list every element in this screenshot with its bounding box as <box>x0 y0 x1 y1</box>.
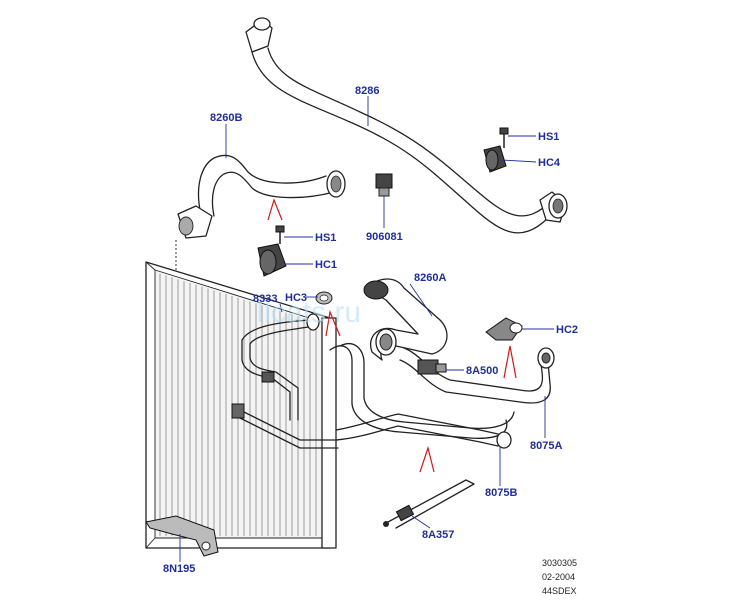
reference-date: 02-2004 <box>542 572 575 582</box>
hc1-clip[interactable] <box>257 243 287 277</box>
red-leader-lines <box>267 198 517 473</box>
label-8A357[interactable]: 8A357 <box>422 529 454 541</box>
hc3-clamp[interactable] <box>315 291 333 305</box>
hc2-clip[interactable] <box>485 317 523 341</box>
tie-strap-8A357[interactable] <box>383 479 475 529</box>
label-8075B[interactable]: 8075B <box>485 487 517 499</box>
hs1-bolt-mid[interactable] <box>275 225 285 244</box>
pipe-8333[interactable] <box>231 313 339 449</box>
bracket-8N195[interactable] <box>145 515 219 557</box>
hose-8260A[interactable] <box>363 278 448 361</box>
sensor-906081[interactable] <box>375 173 393 197</box>
leader-lines <box>179 96 554 562</box>
label-8286[interactable]: 8286 <box>355 85 379 97</box>
label-hc4[interactable]: HC4 <box>538 157 561 169</box>
reference-code: 3030305 <box>542 558 577 568</box>
hose-8286[interactable] <box>245 17 568 234</box>
hose-8286-end-clamp <box>245 17 273 53</box>
label-hs1-mid[interactable]: HS1 <box>315 232 336 244</box>
hc4-clip[interactable] <box>483 145 507 173</box>
label-906081[interactable]: 906081 <box>366 231 403 243</box>
label-8333[interactable]: 8333 <box>253 293 277 305</box>
valve-8A500[interactable] <box>417 359 447 375</box>
label-8A500[interactable]: 8A500 <box>466 365 498 377</box>
hose-8075B[interactable] <box>335 413 512 449</box>
reference-model: 44SDEX <box>542 586 577 596</box>
hose-8260B[interactable] <box>177 154 346 239</box>
label-8260B[interactable]: 8260B <box>210 112 242 124</box>
radiator <box>145 240 337 549</box>
watermark-text: Ilcats.ru <box>256 296 361 329</box>
label-hc2[interactable]: HC2 <box>556 324 578 336</box>
label-8260A[interactable]: 8260A <box>414 272 446 284</box>
label-hs1-top[interactable]: HS1 <box>538 131 559 143</box>
label-hc1[interactable]: HC1 <box>315 259 337 271</box>
hose-8286-elbow <box>539 191 568 223</box>
hs1-bolt-top[interactable] <box>499 127 509 148</box>
label-8N195[interactable]: 8N195 <box>163 563 195 575</box>
reference-block: 3030305 02-2004 44SDEX <box>542 558 577 596</box>
label-hc3[interactable]: HC3 <box>285 292 307 304</box>
label-8075A[interactable]: 8075A <box>530 440 562 452</box>
